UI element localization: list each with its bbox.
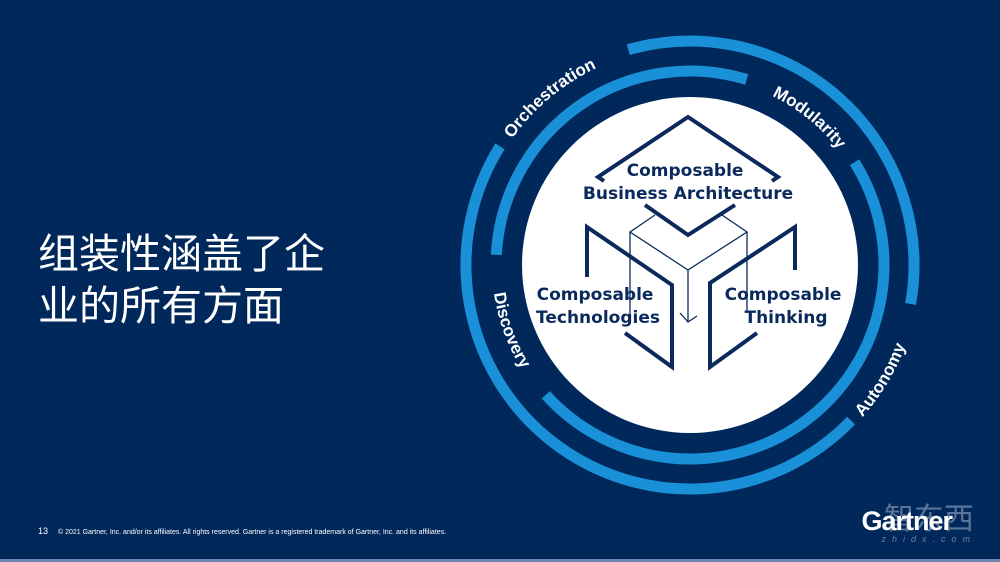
label-thinking: Composable Thinking <box>725 285 848 328</box>
cube-icon <box>628 214 749 323</box>
inner-ring-arc <box>490 65 749 256</box>
label-business-architecture: Composable Business Architecture <box>583 161 793 204</box>
bracket-shapes <box>585 114 797 371</box>
top-v <box>643 203 737 238</box>
outer-ring-arc <box>626 35 920 305</box>
title-line-2: 业的所有方面 <box>38 282 284 330</box>
outer-ring-arc <box>460 143 856 495</box>
center-circle <box>522 97 858 433</box>
page-number: 13 <box>38 526 49 536</box>
footer: 13 © 2021 Gartner, Inc. and/or its affil… <box>38 526 446 536</box>
title-line-1: 组装性涵盖了企 <box>38 230 325 278</box>
bottom-divider <box>0 559 1000 562</box>
slide-title: 组装性涵盖了企 业的所有方面 <box>38 228 325 332</box>
watermark: 智东西 <box>884 502 974 537</box>
inner-ring-arc <box>541 159 890 465</box>
gartner-logo: Gartner <box>861 506 953 536</box>
left-bracket <box>585 223 674 371</box>
label-technologies: Composable Technologies <box>536 285 660 328</box>
watermark-url: zhidx.com <box>881 534 976 544</box>
top-chevron <box>594 114 782 183</box>
copyright: © 2021 Gartner, Inc. and/or its affiliat… <box>57 529 447 536</box>
right-bracket <box>708 223 797 371</box>
